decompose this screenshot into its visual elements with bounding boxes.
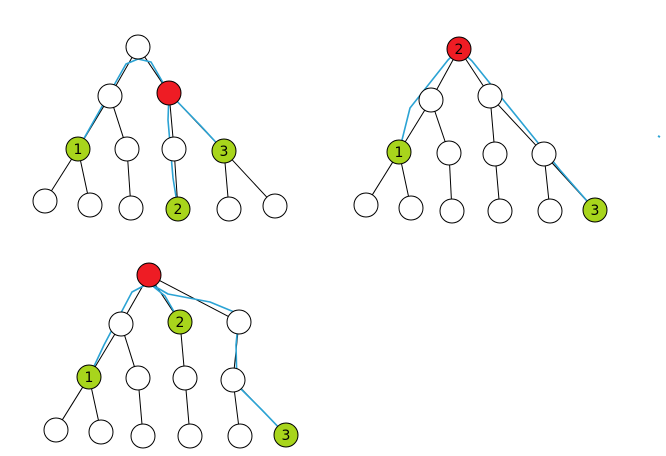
tree-node-red bbox=[136, 262, 162, 288]
tree-node bbox=[353, 192, 379, 218]
tree-node-green: 2 bbox=[165, 196, 191, 222]
tree-node bbox=[418, 87, 444, 113]
highlight-path bbox=[77, 58, 179, 210]
node-label: 1 bbox=[395, 145, 404, 161]
tree-edge bbox=[490, 107, 495, 143]
tree-edge bbox=[449, 164, 452, 200]
tree-edge bbox=[169, 104, 174, 138]
tree-node bbox=[108, 311, 134, 337]
tree-node-red bbox=[156, 80, 182, 106]
tree-node-red: 2 bbox=[446, 36, 472, 62]
tree-edge bbox=[51, 158, 72, 192]
tree-edge bbox=[224, 162, 229, 198]
tree-edge bbox=[138, 389, 143, 425]
tree-node-green: 1 bbox=[386, 139, 412, 165]
node-label: 3 bbox=[220, 144, 229, 160]
tree-edge bbox=[434, 111, 446, 142]
tree-edge bbox=[404, 109, 426, 143]
tree-node bbox=[262, 193, 288, 219]
tree-node bbox=[125, 365, 151, 391]
tree-node-green: 3 bbox=[273, 422, 299, 448]
tree-edge bbox=[231, 159, 268, 198]
tree-node bbox=[487, 198, 513, 224]
tree-node bbox=[537, 198, 563, 224]
tree-edge bbox=[127, 160, 131, 197]
highlight-path bbox=[88, 282, 181, 378]
node-label: 1 bbox=[74, 142, 83, 158]
tree-node bbox=[216, 196, 242, 222]
tree-edge bbox=[91, 388, 99, 421]
tree-edge bbox=[465, 58, 484, 87]
tree-top-left: 1 3 2 bbox=[32, 34, 288, 222]
tree-edge bbox=[180, 333, 185, 367]
tree-node bbox=[118, 195, 144, 221]
tree-edge bbox=[126, 285, 144, 314]
tree-edge bbox=[155, 284, 174, 313]
tree-edge bbox=[233, 391, 240, 425]
tree-edge bbox=[61, 386, 84, 421]
tree-node bbox=[88, 419, 114, 445]
tree-node bbox=[130, 423, 156, 449]
node-label: 2 bbox=[455, 42, 464, 58]
tree-node bbox=[161, 136, 187, 162]
tree-edge bbox=[113, 107, 124, 138]
highlight-path bbox=[398, 48, 596, 211]
tree-bottom: 2 1 3 bbox=[43, 262, 299, 449]
node-label: 3 bbox=[282, 428, 291, 444]
tree-node bbox=[77, 192, 103, 218]
tree-node-green: 3 bbox=[211, 138, 237, 164]
node-label: 1 bbox=[85, 370, 94, 386]
tree-node bbox=[32, 188, 58, 214]
tree-node bbox=[177, 423, 203, 449]
tree-node bbox=[482, 141, 508, 167]
tree-node bbox=[226, 309, 252, 335]
tree-edge bbox=[544, 165, 550, 200]
tree-edge bbox=[495, 165, 500, 200]
tree-edge bbox=[124, 335, 135, 367]
tree-node bbox=[439, 198, 465, 224]
tree-edge bbox=[497, 104, 537, 146]
tree-node bbox=[220, 367, 246, 393]
node-label: 2 bbox=[174, 202, 183, 218]
tree-node bbox=[172, 365, 198, 391]
tree-edge bbox=[436, 59, 454, 90]
tree-node bbox=[436, 140, 462, 166]
tree-node bbox=[398, 195, 424, 221]
tree-node bbox=[477, 83, 503, 109]
tree-edge bbox=[94, 334, 116, 367]
tree-node bbox=[97, 83, 123, 109]
tree-node bbox=[125, 34, 151, 60]
tree-node bbox=[227, 423, 253, 449]
stray-mark bbox=[657, 135, 661, 138]
tree-node bbox=[531, 141, 557, 167]
tree-node bbox=[43, 417, 69, 443]
tree-edge bbox=[185, 389, 190, 425]
tree-node-green: 2 bbox=[167, 309, 193, 335]
tree-top-right: 2 1 3 bbox=[353, 36, 608, 224]
tree-edge bbox=[80, 160, 88, 194]
tree-edge bbox=[174, 160, 178, 198]
tree-node-green: 3 bbox=[582, 197, 608, 223]
tree-edge bbox=[371, 161, 394, 196]
node-label: 2 bbox=[176, 315, 185, 331]
tree-node-green: 1 bbox=[65, 136, 91, 162]
tree-edge bbox=[401, 163, 409, 197]
node-label: 3 bbox=[591, 203, 600, 219]
tree-node-green: 1 bbox=[76, 364, 102, 390]
tree-node bbox=[114, 136, 140, 162]
